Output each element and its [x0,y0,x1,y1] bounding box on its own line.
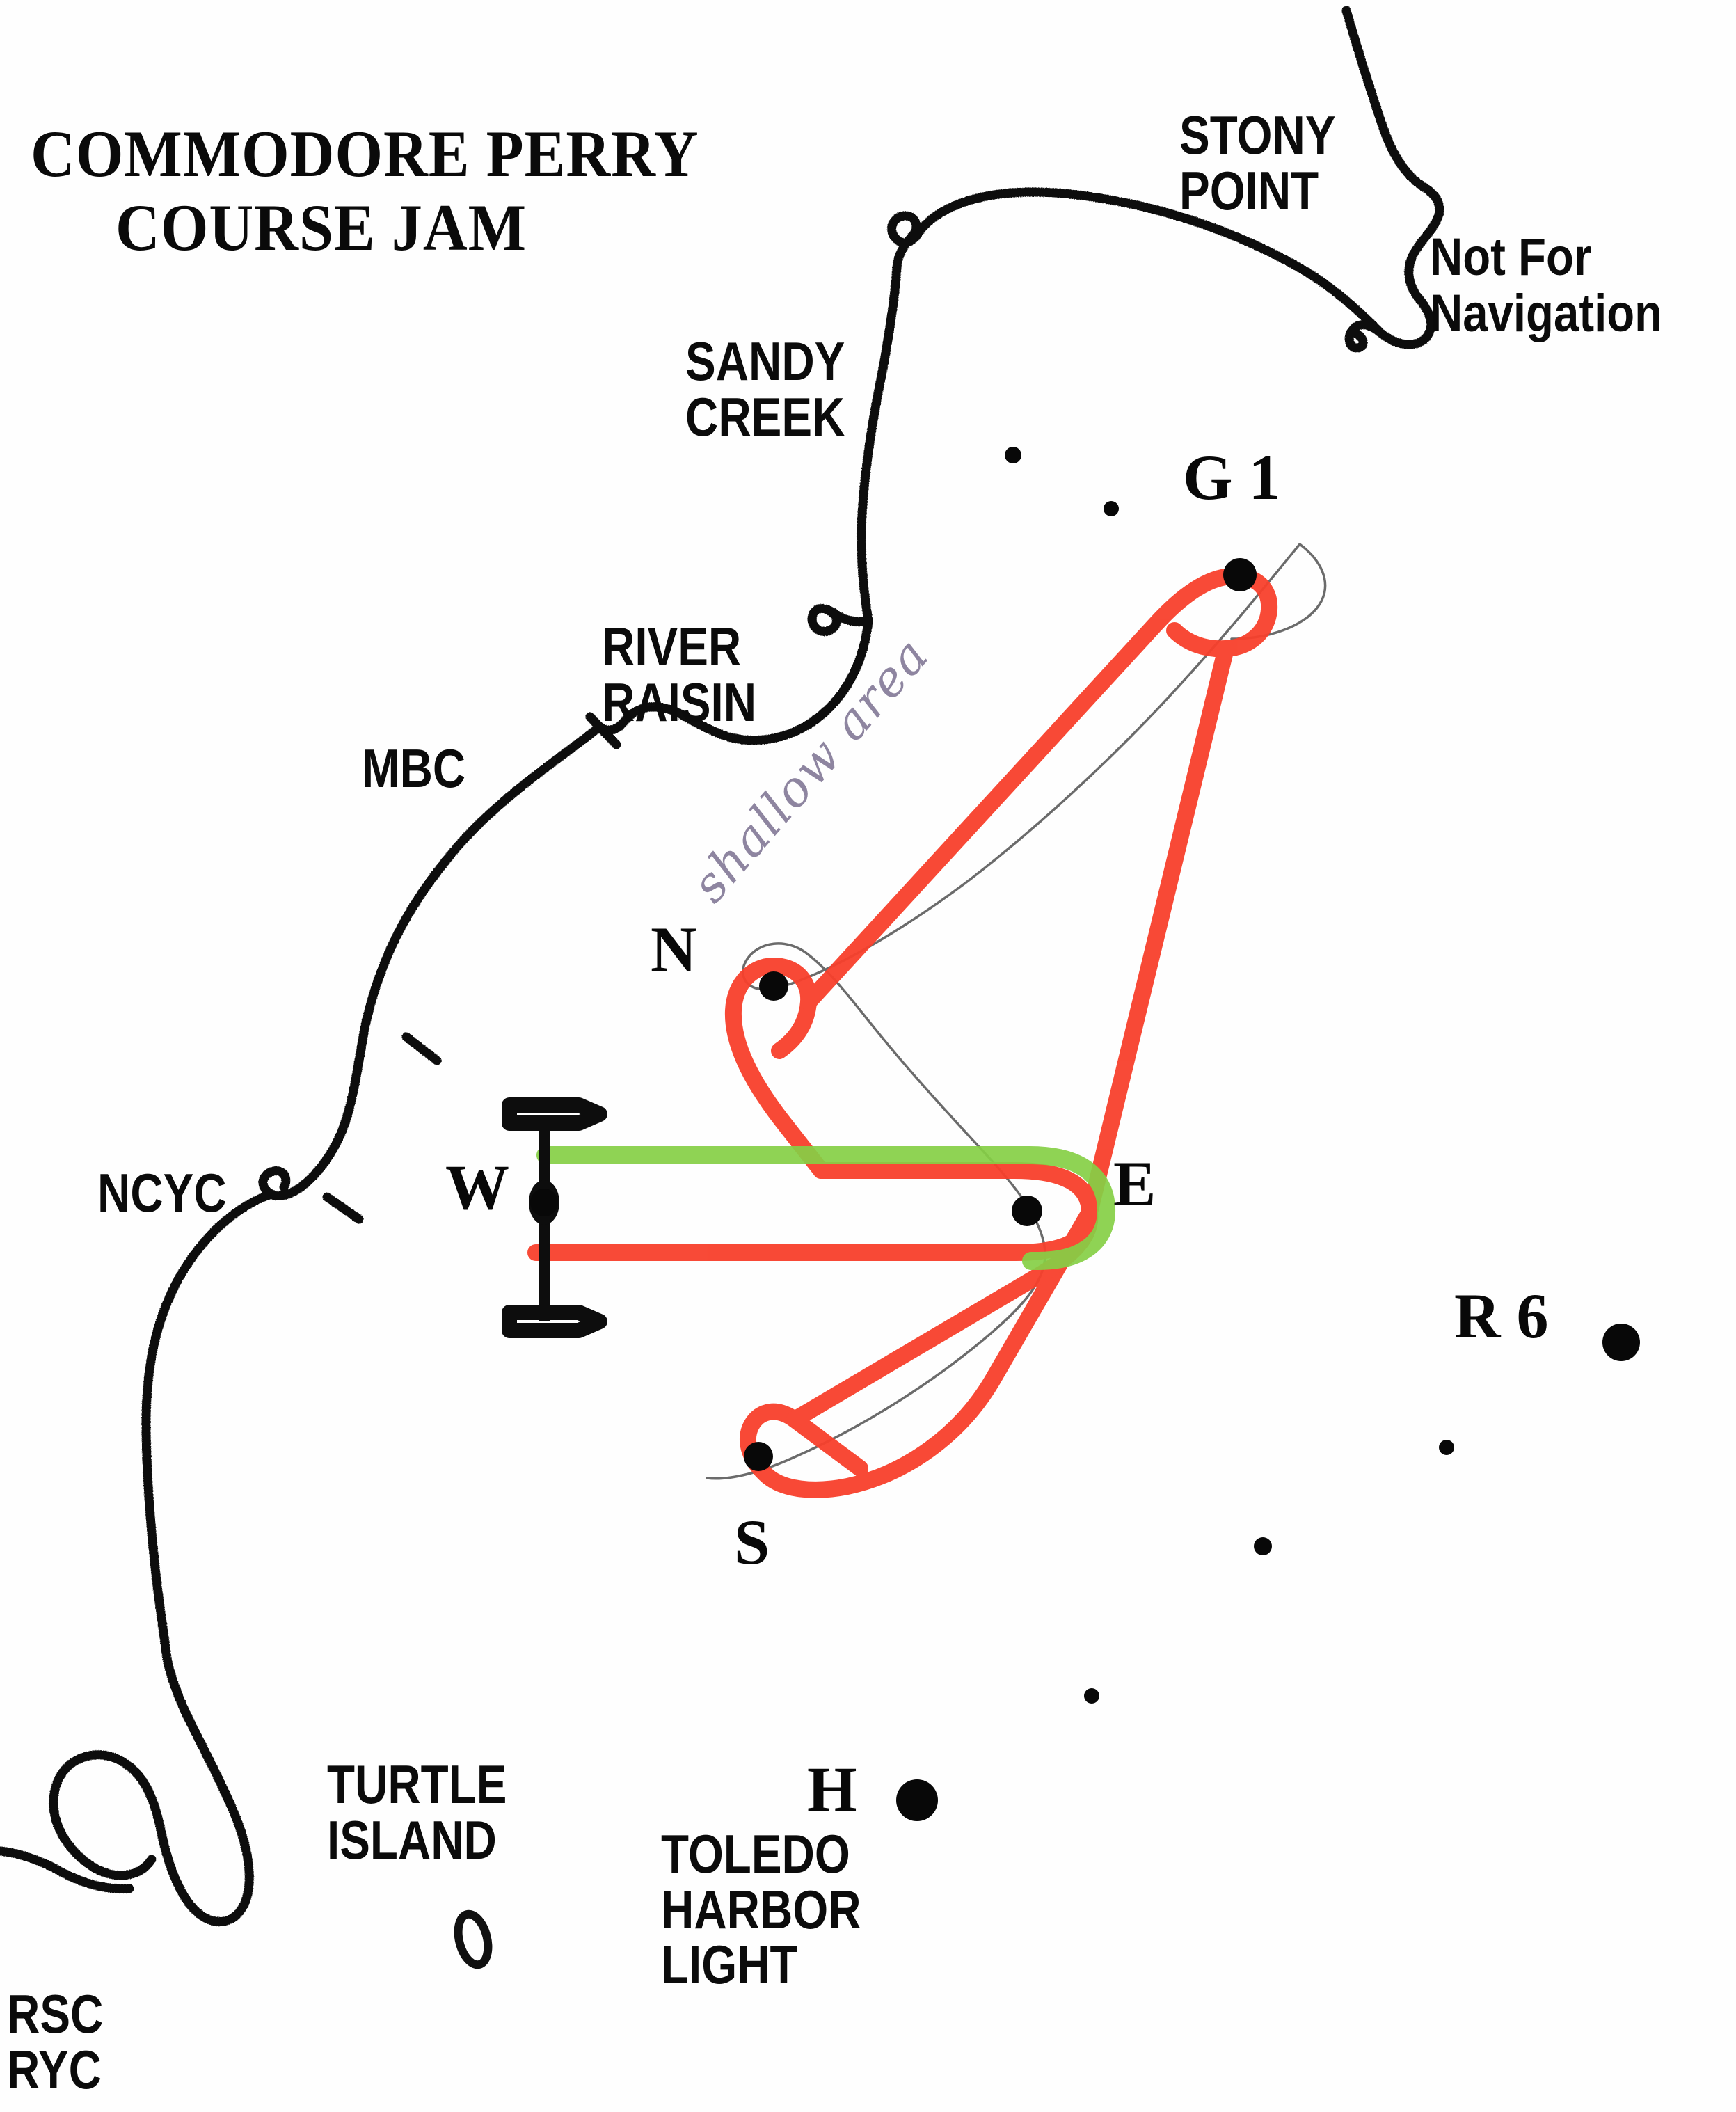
shoreline-stony-point [1341,6,1444,349]
shore-label-ncyc: NCYC [97,1162,227,1223]
shore-label-stony-point-line-2: POINT [1179,159,1319,221]
red-leg-e-to-n-loop [724,958,829,1179]
sounding-dot-4 [1254,1537,1272,1555]
red-leg-g1-to-s [760,640,1234,1498]
red-leg-w-to-e-loop [527,1162,1098,1261]
start-flag-bottom [502,1305,607,1338]
mark-label-mark-w: W [445,1152,509,1223]
shoreline-sandy-creek-mouth [887,211,922,273]
buoy-dot-mark-r6 [1602,1324,1640,1361]
start-flag-top [502,1097,607,1131]
mark-label-mark-g1: G 1 [1183,442,1281,513]
sounding-dot-3 [1439,1440,1454,1455]
disclaimer-line-2: Navigation [1430,283,1663,343]
red-leg-n-to-g1-loop [800,567,1278,1010]
shoreline-tick-2 [322,1192,364,1224]
shore-label-ncyc-line-1: NCYC [97,1162,227,1223]
title-line-2: COURSE JAM [116,191,527,265]
disclaimer-line-1: Not For [1430,228,1592,287]
buoy-dot-mark-s [744,1442,773,1471]
shoreline-mbc-to-ncyc [360,722,605,1033]
shore-label-sandy-creek-line-2: CREEK [685,386,845,447]
shore-label-river-raisin-line-2: RAISIN [602,671,757,733]
shoreline-ncyc [258,1024,369,1200]
shoreline-tick-1 [401,1032,442,1065]
mark-label-mark-h: H [807,1754,857,1825]
sounding-dot-2 [1104,501,1119,516]
shore-label-turtle-island-line-1: TURTLE [327,1754,507,1815]
shoreline-spit-outer [157,1654,254,1926]
shoreline-spit-inner [49,1750,166,1880]
not-for-navigation-note: Not For Navigation [1430,228,1663,343]
shore-label-mbc: MBC [362,738,466,799]
shore-label-stony-point-line-1: STONY [1179,104,1336,166]
title-line-1: COMMODORE PERRY [31,117,699,191]
mark-label-mark-s: S [734,1507,770,1578]
mark-label-mark-e: E [1113,1148,1156,1219]
buoy-dot-mark-h [896,1779,938,1821]
shoreline-mbc-tick [585,712,621,749]
map-title: COMMODORE PERRY COURSE JAM [31,117,749,265]
shore-label-river-raisin-line-1: RIVER [602,616,742,677]
shoreline-group [0,6,1444,1926]
green-leg-w-to-e [536,1146,1116,1270]
start-line-structure [502,1097,607,1338]
buoy-dot-mark-e [1012,1196,1042,1226]
buoy-dot-mark-w [530,1189,558,1216]
mark-label-mark-n: N [651,914,697,985]
shore-label-toledo-harbor-light-line-2: HARBOR [661,1878,861,1940]
shoreline-ncyc-south [141,1189,276,1664]
shore-label-rsc-ryc-line-2: RYC [7,2038,102,2100]
shore-label-rsc-ryc-line-1: RSC [7,1983,104,2044]
shore-label-mbc-line-1: MBC [362,738,466,799]
shoreline-river-raisin-mouth [807,603,873,636]
mark-label-mark-r6: R 6 [1454,1280,1549,1351]
mark-dot-layer [530,447,1640,1821]
shoreline-west-bay-lip [0,1846,134,1893]
green-course-track [536,1146,1116,1270]
sounding-dot-5 [1084,1688,1099,1704]
buoy-dot-mark-n [759,971,788,1001]
turtle-island-outline [454,1909,493,1969]
shore-label-toledo-harbor-light-line-3: LIGHT [661,1934,798,1996]
shoreline-sandy-to-raisin [857,263,902,626]
shore-label-sandy-creek-line-1: SANDY [685,331,845,392]
shoreline-main-arc [912,187,1385,338]
shore-label-toledo-harbor-light-line-1: TOLEDO [661,1823,850,1884]
buoy-dot-mark-g1 [1223,558,1257,591]
shore-label-turtle-island-line-2: ISLAND [327,1809,497,1871]
shoreline-raisin-to-mbc [644,616,873,745]
sounding-dot-1 [1005,447,1021,463]
